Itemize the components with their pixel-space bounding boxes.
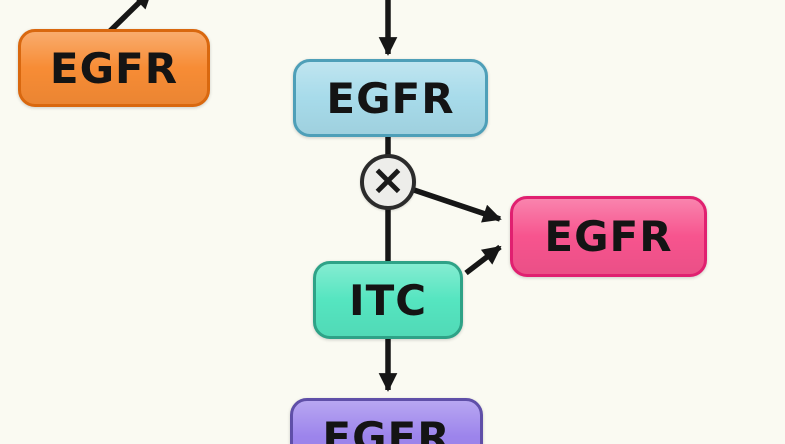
multiply-junction: × [360,154,416,210]
node-egfr-right-label: EGFR [544,212,673,261]
node-egfr-bottom-label: EGFR [322,412,451,444]
node-egfr-top-left: EGFR [18,29,210,107]
edge-itc-to-egfr-right-arrow [464,244,502,276]
node-itc: ITC [313,261,463,339]
node-egfr-center: EGFR [293,59,488,137]
multiply-icon: × [370,155,406,204]
node-egfr-center-label: EGFR [326,73,455,123]
node-egfr-bottom: EGFR [290,398,483,444]
edge-egfr-top-left-up-arrow [105,0,153,36]
node-egfr-top-left-label: EGFR [49,43,179,93]
node-egfr-right: EGFR [510,196,707,277]
node-itc-label: ITC [348,275,428,325]
edge-junction-to-egfr-right-arrow [413,187,502,223]
